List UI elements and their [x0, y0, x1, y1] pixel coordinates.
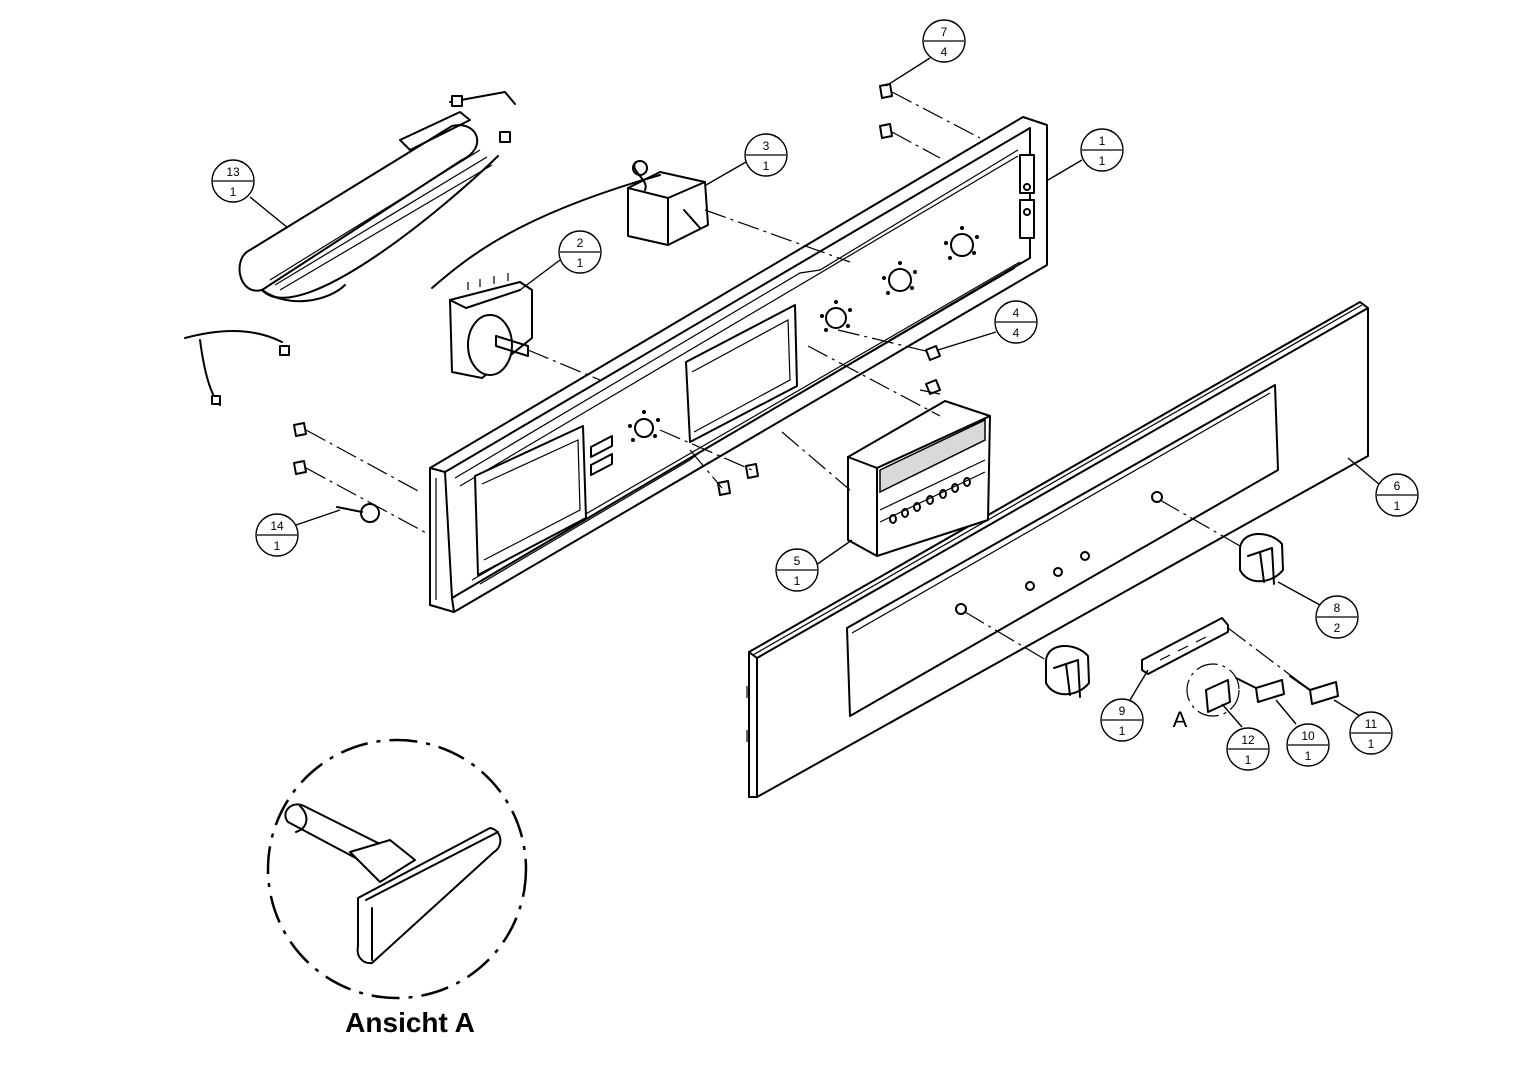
detail-view-title: Ansicht A: [345, 1007, 475, 1038]
callout-8: 8 2: [1277, 581, 1359, 639]
callout-13: 13 1: [211, 159, 289, 229]
svg-text:1: 1: [1394, 499, 1401, 513]
push-button-12: [1205, 679, 1231, 713]
svg-text:7: 7: [941, 25, 948, 39]
svg-text:12: 12: [1241, 733, 1255, 747]
knob-right: [1239, 532, 1284, 585]
svg-text:1: 1: [1099, 134, 1106, 148]
svg-text:2: 2: [1334, 621, 1341, 635]
callout-12: 12 1: [1221, 703, 1270, 771]
fan-assembly: [184, 91, 516, 406]
svg-text:1: 1: [577, 256, 584, 270]
callout-10: 10 1: [1275, 699, 1330, 767]
callout-1: 1 1: [1047, 128, 1124, 181]
detail-marker-circle: [1186, 663, 1240, 717]
screws: [293, 83, 941, 496]
control-panel-frame: [429, 116, 1048, 613]
svg-text:13: 13: [226, 165, 240, 179]
detail-marker-letter: A: [1173, 707, 1188, 732]
knob-hole-3: [882, 261, 917, 295]
detail-view-a: Ansicht A: [266, 738, 528, 1038]
knob-left: [1045, 644, 1090, 698]
callout-3: 3 1: [705, 133, 788, 186]
svg-text:9: 9: [1119, 704, 1126, 718]
svg-text:1: 1: [1305, 749, 1312, 763]
svg-text:4: 4: [1013, 306, 1020, 320]
callout-4: 4 4: [937, 300, 1038, 351]
callout-9: 9 1: [1100, 669, 1149, 742]
selector-switch: [449, 273, 533, 379]
svg-text:1: 1: [1368, 737, 1375, 751]
svg-text:1: 1: [763, 159, 770, 173]
svg-text:1: 1: [1099, 154, 1106, 168]
callout-11: 11 1: [1333, 699, 1393, 755]
svg-text:10: 10: [1301, 729, 1315, 743]
push-button-10: [1235, 677, 1285, 703]
button-strip: [1141, 617, 1229, 675]
callout-5: 5 1: [775, 539, 853, 592]
front-glass-panel: [746, 301, 1369, 798]
electronic-module: [847, 400, 991, 557]
svg-text:4: 4: [1013, 326, 1020, 340]
svg-text:1: 1: [794, 574, 801, 588]
callout-2: 2 1: [519, 230, 602, 291]
svg-text:6: 6: [1394, 479, 1401, 493]
svg-text:11: 11: [1365, 717, 1378, 731]
svg-text:1: 1: [274, 539, 281, 553]
svg-text:4: 4: [941, 45, 948, 59]
retaining-clip: [336, 503, 380, 523]
svg-text:1: 1: [1119, 724, 1126, 738]
knob-hole-1: [628, 410, 660, 442]
callout-7: 7 4: [885, 19, 966, 87]
svg-text:5: 5: [794, 554, 801, 568]
svg-text:8: 8: [1334, 601, 1341, 615]
callout-6: 6 1: [1347, 457, 1419, 517]
svg-text:1: 1: [230, 185, 237, 199]
svg-text:1: 1: [1245, 753, 1252, 767]
assembly-lines: [305, 91, 1311, 691]
knob-hole-2: [820, 300, 852, 332]
thermostat: [431, 160, 709, 289]
knob-hole-4: [944, 226, 979, 260]
svg-text:14: 14: [270, 519, 284, 533]
callout-14: 14 1: [255, 509, 341, 557]
svg-text:2: 2: [577, 236, 584, 250]
svg-text:3: 3: [763, 139, 770, 153]
